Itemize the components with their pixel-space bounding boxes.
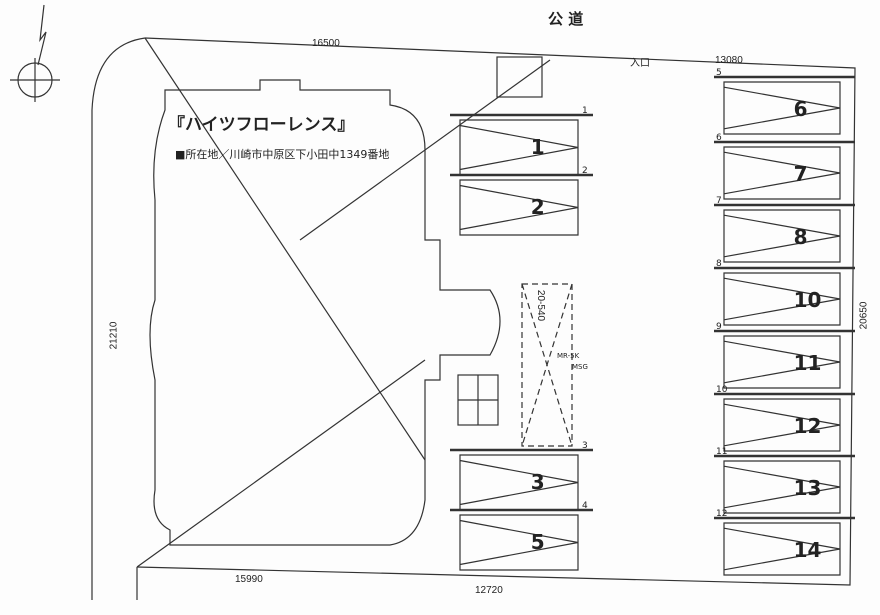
parking-number: 2 [530,195,545,220]
handwritten-note-1: MR-5K [557,352,580,360]
parking-space-outline [723,522,841,576]
parking-number: 12 [793,413,822,438]
dim-top-right: 13080 [715,55,743,66]
parking-space-outline [723,460,841,514]
parking-space-outline [723,272,841,326]
dim-bottom-right: 12720 [475,585,503,596]
parking-index: 2 [582,166,588,176]
dim-right: 20650 [858,301,870,330]
parking-number: 5 [530,530,545,555]
parking-index: 5 [716,68,722,78]
road-label: 公 道 [548,10,584,28]
dim-center-lane: 20-540 [535,289,547,322]
parking-number: 11 [793,350,822,375]
parking-space-outline [459,179,579,236]
parking-index: 3 [582,441,588,451]
parking-index: 11 [716,447,728,457]
parking-space-outline [723,146,841,200]
parking-space-outline [459,514,579,571]
dim-top-left: 16500 [312,38,340,49]
parking-number: 13 [793,475,822,500]
building-name: 『ハイツフローレンス』 [168,115,355,135]
parking-number: 14 [793,537,822,562]
parking-index: 12 [716,509,728,519]
parking-space-outline [459,119,579,176]
property-boundary [91,37,856,600]
parking-index: 6 [716,133,722,143]
parking-index: 4 [582,501,588,511]
parking-space-outline [723,398,841,452]
handwritten-note-2: MSG [572,363,588,371]
parking-space-outline [723,81,841,135]
parking-space-outline [459,454,579,511]
dim-left: 21210 [108,321,120,350]
parking-number: 7 [793,161,808,186]
parking-index: 8 [716,259,722,269]
parking-index: 9 [716,322,722,332]
parking-number: 8 [793,224,808,249]
parking-index: 10 [716,385,728,395]
building-outline [136,37,551,568]
parking-number: 10 [793,287,822,312]
parking-index: 7 [716,196,722,206]
dim-bottom-left: 15990 [235,574,263,585]
parking-space-outline [723,335,841,389]
parking-space-outline [723,209,841,263]
center-lane [521,283,573,447]
entrance-label: 入口 [630,58,650,69]
north-arrow-icon [10,4,60,102]
storage-box [457,374,499,426]
parking-number: 6 [793,96,808,121]
parking-number: 3 [530,470,545,495]
entrance-box [496,56,543,98]
address: ■所在地／川崎市中原区下小田中1349番地 [175,148,390,161]
parking-number: 1 [530,135,545,160]
parking-index: 1 [582,106,588,116]
